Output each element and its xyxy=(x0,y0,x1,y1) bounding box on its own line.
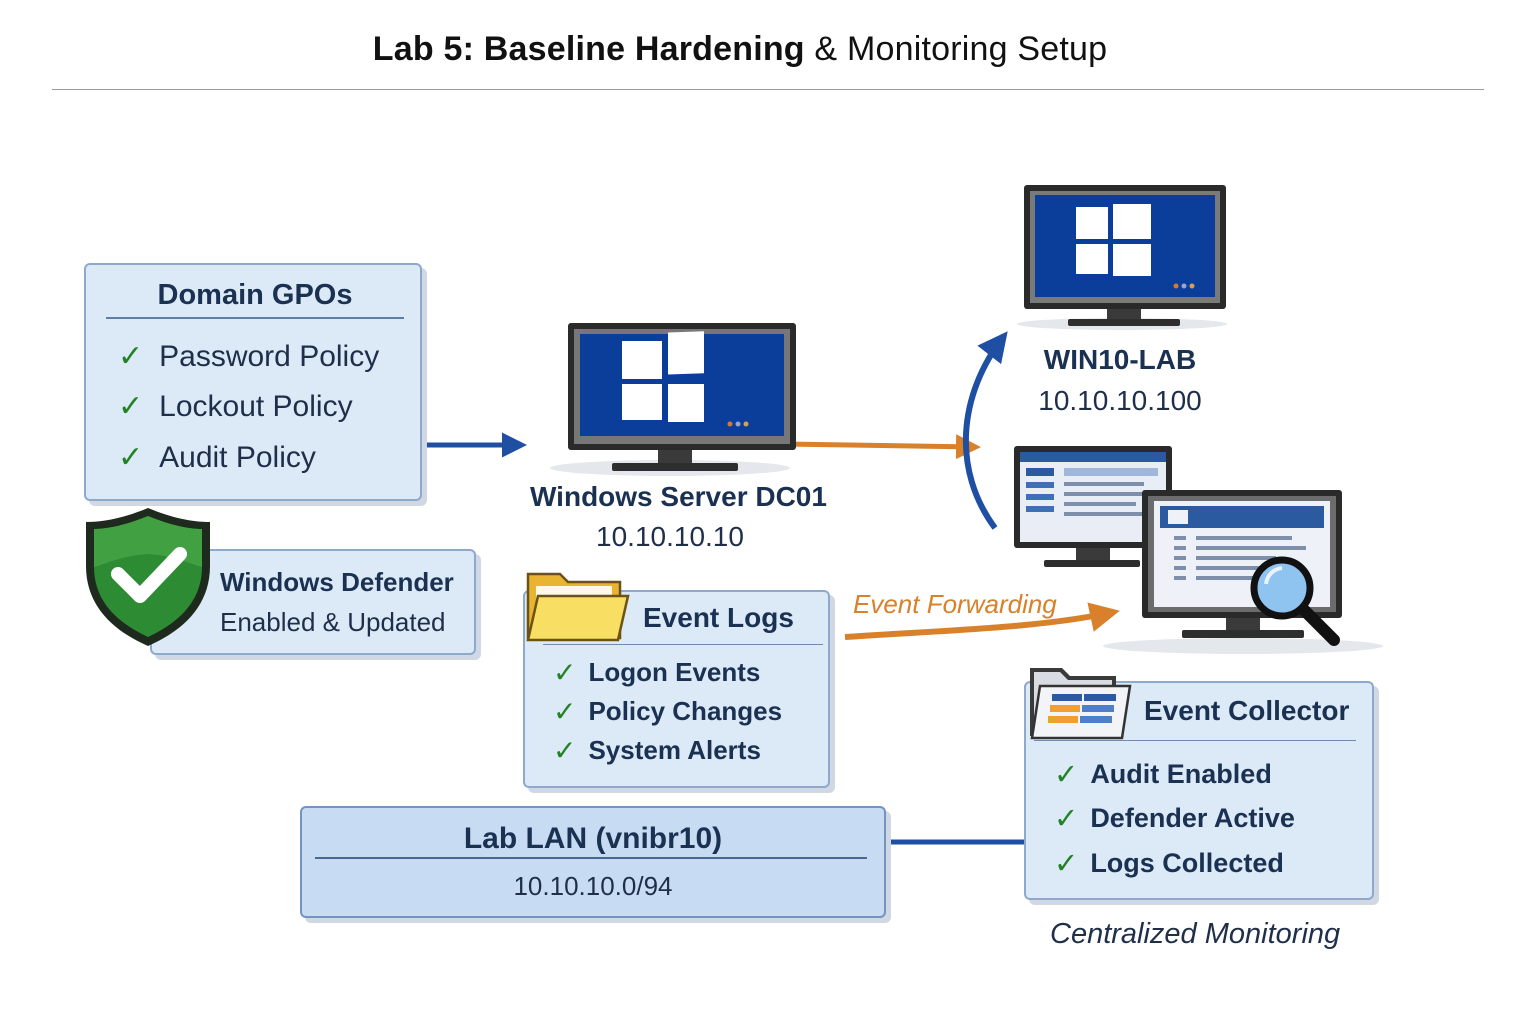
collector-to-workstation-arrow xyxy=(962,331,1008,530)
event-log-item: ✓ System Alerts xyxy=(553,734,761,767)
lan-title: Lab LAN (vnibr10) xyxy=(463,822,723,855)
server-ip: 10.10.10.10 xyxy=(596,521,744,552)
gpo-item-label: Lockout Policy xyxy=(159,389,353,423)
collector-item: ✓ Audit Enabled xyxy=(1054,757,1272,792)
gpo-item-label: Password Policy xyxy=(159,339,380,373)
event-collector-monitors-icon xyxy=(1014,446,1383,654)
domain-gpo-card: Domain GPOs ✓ Password Policy ✓ Lockout … xyxy=(84,263,422,501)
check-icon: ✓ xyxy=(553,696,577,727)
lab-lan-card: Lab LAN (vnibr10) 10.10.10.0/94 xyxy=(300,806,886,918)
server-monitor-icon xyxy=(550,323,796,476)
workstation-monitor-icon xyxy=(1017,185,1227,330)
defender-status: Enabled & Updated xyxy=(220,607,446,637)
gpo-item: ✓ Audit Policy xyxy=(118,440,316,475)
check-icon: ✓ xyxy=(118,390,144,423)
log-folder-icon xyxy=(1030,668,1132,740)
centralized-monitoring-caption: Centralized Monitoring xyxy=(1050,918,1341,950)
title-bold: Lab 5: Baseline Hardening xyxy=(372,30,805,68)
lan-subnet: 10.10.10.0/94 xyxy=(513,871,673,901)
check-icon: ✓ xyxy=(1054,803,1079,835)
page-title: Lab 5: Baseline Hardening & Monitoring S… xyxy=(0,30,1480,69)
gpo-item: ✓ Password Policy xyxy=(118,339,379,374)
check-icon: ✓ xyxy=(118,441,144,474)
check-icon: ✓ xyxy=(553,735,577,766)
event-forwarding-label: Event Forwarding xyxy=(853,589,1057,619)
gpo-item: ✓ Lockout Policy xyxy=(118,389,353,424)
gpo-item-label: Audit Policy xyxy=(159,440,316,474)
check-icon: ✓ xyxy=(553,657,577,688)
title-rest: & Monitoring Setup xyxy=(804,30,1108,68)
shield-check-icon xyxy=(86,508,210,646)
check-icon: ✓ xyxy=(1054,759,1079,791)
event-collector-title: Event Collector xyxy=(1144,695,1350,726)
defender-title: Windows Defender xyxy=(220,567,454,597)
event-log-item-label: System Alerts xyxy=(588,735,761,765)
event-collector-divider xyxy=(1034,740,1356,741)
event-logs-title: Event Logs xyxy=(643,602,794,633)
workstation-name: WIN10-LAB xyxy=(1043,344,1197,375)
collector-item-label: Defender Active xyxy=(1090,803,1295,833)
collector-item-label: Logs Collected xyxy=(1090,848,1284,878)
collector-item-label: Audit Enabled xyxy=(1090,759,1272,789)
collector-item: ✓ Defender Active xyxy=(1054,801,1295,836)
gpo-divider xyxy=(106,317,404,319)
server-to-collector-arrow xyxy=(783,434,981,460)
event-log-item: ✓ Logon Events xyxy=(553,656,760,689)
collector-item: ✓ Logs Collected xyxy=(1054,846,1284,881)
event-log-item-label: Policy Changes xyxy=(588,696,783,726)
event-log-item: ✓ Policy Changes xyxy=(553,695,782,728)
check-icon: ✓ xyxy=(118,340,144,373)
server-name: Windows Server DC01 xyxy=(530,481,827,512)
windows-defender-card: Windows Defender Enabled & Updated xyxy=(150,549,476,655)
folder-icon xyxy=(526,572,630,642)
event-log-item-label: Logon Events xyxy=(588,657,761,687)
check-icon: ✓ xyxy=(1054,848,1079,880)
workstation-ip: 10.10.10.100 xyxy=(1038,385,1202,416)
title-divider xyxy=(52,89,1484,90)
gpo-title: Domain GPOs xyxy=(157,279,353,311)
event-logs-divider xyxy=(543,644,823,645)
lan-divider xyxy=(315,857,867,859)
event-forwarding-arrow xyxy=(844,602,1120,640)
